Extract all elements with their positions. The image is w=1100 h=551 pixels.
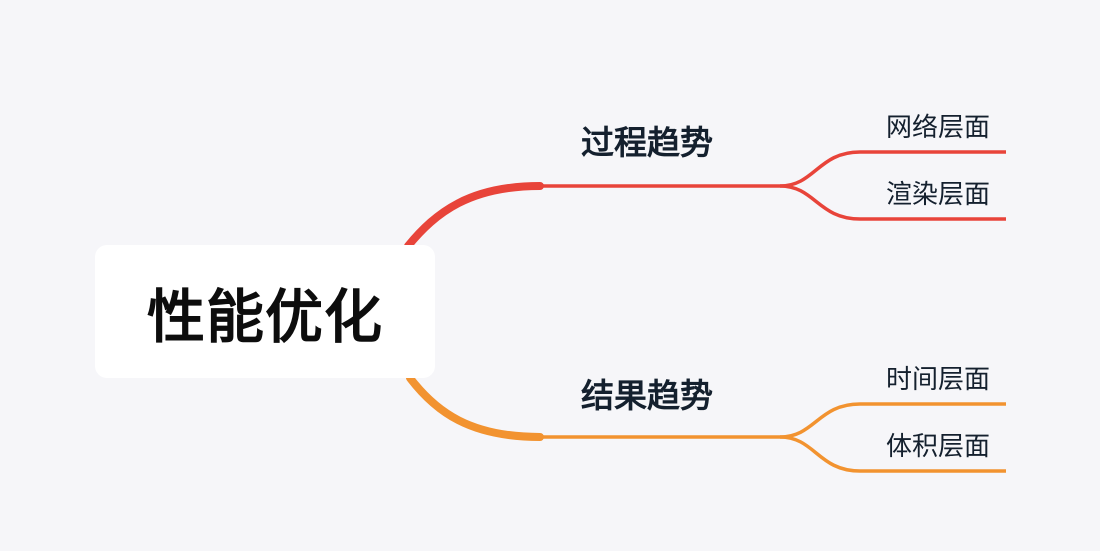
leaf-node-size[interactable]: 体积层面 <box>885 432 990 462</box>
root-node[interactable]: 性能优化 <box>95 245 435 378</box>
connector-root-to-branch-1 <box>404 182 544 250</box>
connector-branch-1-to-leaf-1 <box>779 150 1006 188</box>
connector-branch-2-to-leaf-2 <box>779 435 1006 473</box>
branch-node-process-trend[interactable]: 过程趋势 <box>581 123 713 162</box>
connector-branch-1-to-leaf-2 <box>779 184 1006 221</box>
leaf-node-network[interactable]: 网络层面 <box>885 113 990 143</box>
leaf-node-rendering[interactable]: 渲染层面 <box>885 180 990 210</box>
leaf-node-time[interactable]: 时间层面 <box>885 365 990 395</box>
connector-root-to-branch-2 <box>406 374 544 441</box>
connector-branch-2-to-leaf-1 <box>779 402 1006 439</box>
root-node-label: 性能优化 <box>146 282 383 351</box>
branch-node-result-trend[interactable]: 结果趋势 <box>581 376 713 415</box>
